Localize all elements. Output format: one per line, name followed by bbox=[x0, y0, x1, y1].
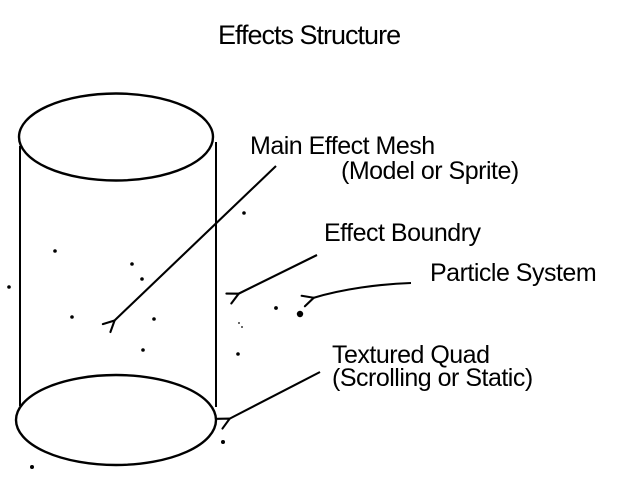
cylinder-bottom-ellipse bbox=[14, 373, 218, 467]
particle-dot bbox=[130, 262, 134, 266]
particle-dot bbox=[296, 310, 304, 318]
particle-dot bbox=[30, 465, 34, 469]
textured-quad-arrow bbox=[229, 371, 321, 419]
particle-dot bbox=[53, 249, 57, 253]
main-effect-mesh-arrow bbox=[114, 165, 277, 321]
label-textured-quad: Textured Quad bbox=[332, 341, 490, 369]
particle-dot bbox=[7, 285, 11, 289]
particle-system-arrow bbox=[313, 281, 412, 298]
label-main-effect-mesh-sub: (Model or Sprite) bbox=[341, 157, 519, 185]
label-main-effect-mesh: Main Effect Mesh bbox=[250, 132, 435, 160]
effect-boundry-arrow bbox=[238, 254, 318, 294]
label-textured-quad-sub: (Scrolling or Static) bbox=[332, 364, 533, 392]
particle-dot bbox=[221, 440, 225, 444]
particle-dot bbox=[141, 348, 145, 352]
particle-dot bbox=[241, 326, 243, 328]
page-title: Effects Structure bbox=[218, 20, 401, 50]
particle-dot bbox=[140, 277, 144, 281]
cylinder-top-ellipse bbox=[17, 92, 215, 182]
particle-dot bbox=[236, 352, 240, 356]
particle-dot bbox=[70, 315, 74, 319]
particle-dot bbox=[152, 317, 156, 321]
particle-dot bbox=[274, 306, 278, 310]
label-effect-boundry: Effect Boundry bbox=[324, 219, 481, 247]
label-particle-system: Particle System bbox=[430, 259, 597, 287]
particle-dot bbox=[238, 322, 240, 324]
particle-dot bbox=[242, 211, 246, 215]
